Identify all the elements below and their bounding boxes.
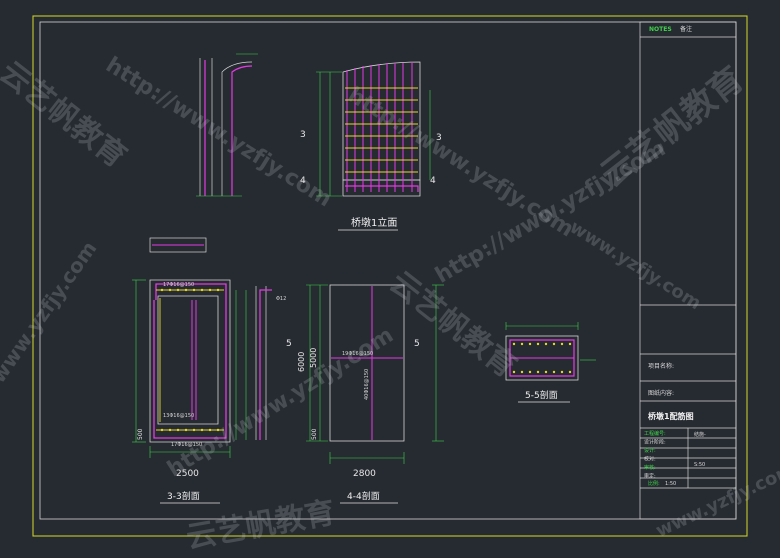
elevation-cut-4-right: 4 <box>430 176 436 186</box>
scale-value: 1:50 <box>665 481 676 487</box>
elevation-cut-3-left: 3 <box>300 130 306 140</box>
elevation-cut-4-left: 4 <box>300 176 306 186</box>
rebar-44v-label: 40Φ16@150 <box>364 369 370 400</box>
scale-small: S:50 <box>694 462 705 468</box>
scale-label: 比例: <box>648 480 660 487</box>
title-block-row-label: 设计: <box>644 447 656 454</box>
side-detail <box>196 53 258 197</box>
dim-6000: 6000 <box>297 352 306 372</box>
dim-500-44: 500 <box>311 428 318 440</box>
title-block <box>639 21 737 520</box>
section-3-3: 2500 17Φ16@150 13Φ16@150 17Φ16@150 500 3… <box>132 237 247 504</box>
dim-500-33: 500 <box>137 428 144 440</box>
rebar-bottom-label: 17Φ16@150 <box>171 442 202 448</box>
section-4-4: 6000 5000 500 19Φ16@150 40Φ16@150 2800 5… <box>286 284 444 504</box>
elevation-title: 桥墩1立面 <box>351 216 397 229</box>
elevation-cut-3-right: 3 <box>436 133 442 143</box>
notes-label: NOTES <box>649 26 672 33</box>
sec44-cut-right: 5 <box>414 339 420 349</box>
sheet-code: 结施- <box>694 431 706 438</box>
dim-2800: 2800 <box>353 469 376 479</box>
elevation-view: 3 3 4 4 桥墩1立面 <box>300 61 442 231</box>
dim-5000: 5000 <box>309 348 318 368</box>
sec55-title: 5-5剖面 <box>525 389 558 401</box>
project-label: 项目名称: <box>648 362 674 370</box>
section-5-5: 5-5剖面 <box>505 322 596 403</box>
sec44-cut-left: 5 <box>286 339 292 349</box>
title-block-row-label: 设计阶段: <box>644 439 666 446</box>
hook-detail: Φ12 <box>255 286 286 440</box>
dim-2500: 2500 <box>176 469 199 479</box>
drawing-content-label: 图纸内容: <box>648 389 674 397</box>
sec33-title: 3-3剖面 <box>167 490 200 502</box>
notes-cn-label: 备注 <box>680 25 692 33</box>
outer-frame <box>32 15 748 537</box>
title-block-rows: 工程编号: 设计阶段:设计: 校对:审核: 审定: <box>644 430 666 480</box>
title-block-row-label: 校对: <box>644 456 656 463</box>
title-block-row-label: 审核: <box>644 464 656 471</box>
rebar-side-label: 13Φ16@150 <box>163 413 194 419</box>
drawing-title: 桥墩1配筋图 <box>648 411 694 421</box>
sec44-title: 4-4剖面 <box>347 490 380 502</box>
title-block-row-label: 工程编号: <box>644 430 666 437</box>
rebar-44-label: 19Φ16@150 <box>342 351 373 357</box>
phi12-label: Φ12 <box>276 296 286 302</box>
rebar-top-label: 17Φ16@150 <box>163 282 194 288</box>
title-block-row-label: 审定: <box>644 473 656 480</box>
